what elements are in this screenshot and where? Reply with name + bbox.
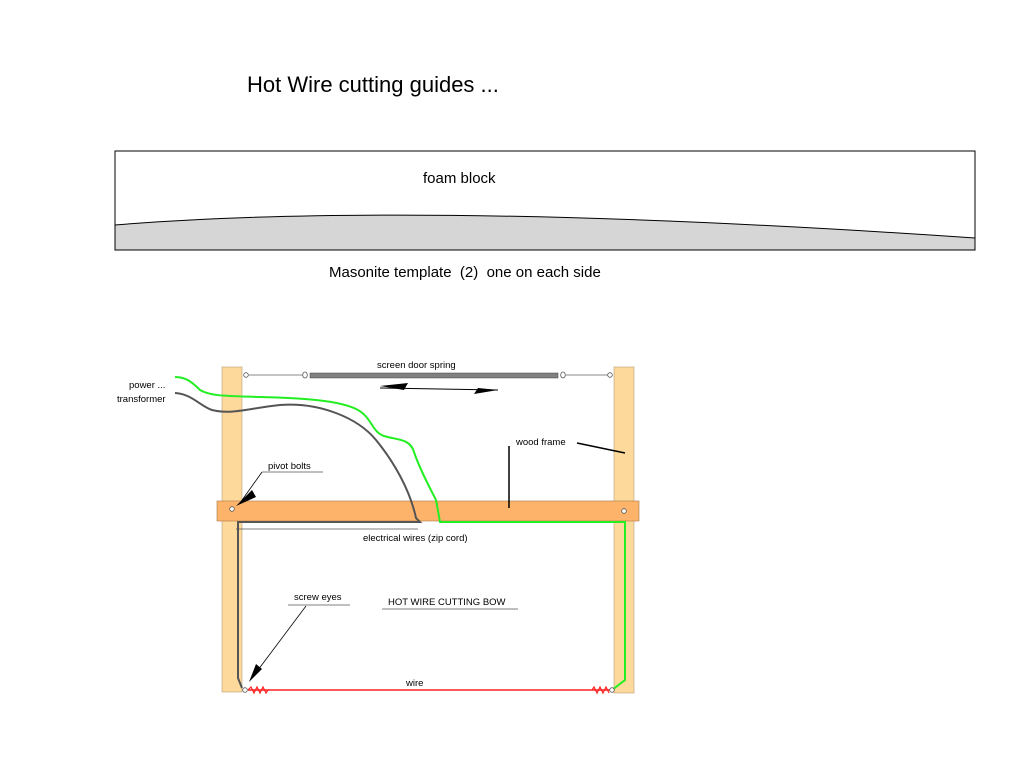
bow-title-label: HOT WIRE CUTTING BOW xyxy=(388,597,506,608)
pivot-bolt-right xyxy=(621,508,627,514)
screw-eye-top-left xyxy=(243,372,249,378)
power-label-line1: power ... xyxy=(129,380,165,391)
wood-frame-leader-a xyxy=(576,442,626,454)
hot-wire-spring-right xyxy=(591,685,610,695)
hot-wire-bow-diagram: screen door spring power ... transformer… xyxy=(117,360,640,695)
page-title: Hot Wire cutting guides ... xyxy=(247,72,499,97)
template-label: Masonite template (2) one on each side xyxy=(329,264,601,281)
screw-eye-bottom-right xyxy=(609,687,615,693)
masonite-template xyxy=(114,214,976,251)
spring-assembly xyxy=(243,371,613,379)
electrical-wires-label: electrical wires (zip cord) xyxy=(363,533,468,544)
spring-label: screen door spring xyxy=(377,360,456,371)
pivot-arrowhead xyxy=(236,490,256,506)
screw-eye-bottom-left xyxy=(242,687,248,693)
gray-power-wire xyxy=(174,392,423,689)
screw-eye-top-right xyxy=(607,372,613,378)
green-power-wire xyxy=(174,376,626,691)
hot-wire-spring-left xyxy=(247,685,269,695)
pivot-leader xyxy=(239,471,263,504)
screw-eyes-arrowhead xyxy=(249,664,262,682)
screw-eyes-label: screw eyes xyxy=(294,592,342,603)
power-label-line2: transformer xyxy=(117,394,166,405)
spring-loop-left xyxy=(302,371,308,379)
screen-door-spring xyxy=(309,372,559,379)
tension-arrow xyxy=(379,383,499,394)
crossbar xyxy=(216,500,640,522)
pivot-bolt-left xyxy=(229,506,235,512)
spring-loop-right xyxy=(560,371,566,379)
screw-eyes-leader xyxy=(251,605,307,679)
foam-block-label: foam block xyxy=(423,170,496,187)
wood-frame-label: wood frame xyxy=(515,437,566,448)
wire-label: wire xyxy=(405,678,423,689)
foam-template-diagram: foam block Masonite template (2) one on … xyxy=(114,150,976,281)
pivot-bolts-label: pivot bolts xyxy=(268,461,311,472)
